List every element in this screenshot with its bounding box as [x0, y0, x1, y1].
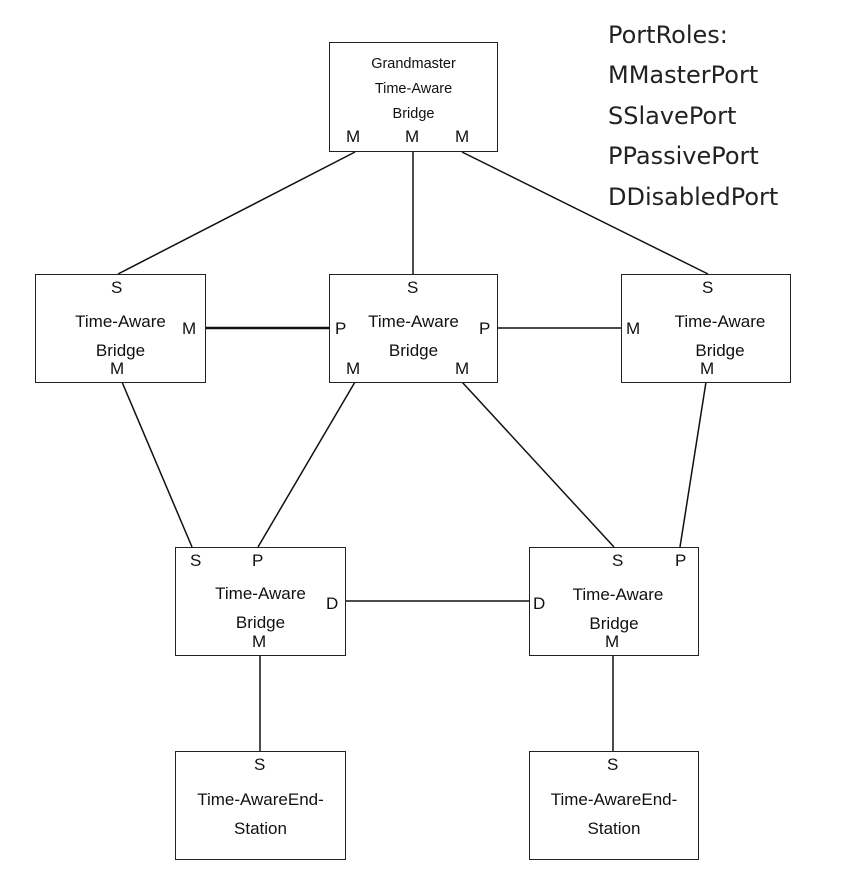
port-label-master: M: [346, 359, 361, 378]
link-left-lowerleft: [121, 381, 193, 548]
port-label-master: M: [626, 319, 641, 338]
end-station-right-box: Time-AwareEnd- Station: [529, 751, 699, 860]
port-label-master: M: [455, 127, 470, 146]
port-label-passive: P: [675, 551, 687, 570]
port-label-slave: S: [111, 278, 123, 297]
port-label-master: M: [700, 359, 715, 378]
bridge-center-box: Time-Aware Bridge: [329, 274, 498, 383]
node-label-line: Time-Aware: [572, 585, 664, 604]
port-label-slave: S: [190, 551, 202, 570]
port-label-master: M: [252, 632, 267, 651]
port-label-slave: S: [254, 755, 266, 774]
node-label-line: Grandmaster: [371, 56, 456, 72]
port-label-master: M: [346, 127, 361, 146]
port-label-passive: P: [335, 319, 347, 338]
legend-title: PortRoles:: [608, 21, 728, 49]
node-label-line: Time-Aware: [368, 312, 459, 331]
port-label-master: M: [455, 359, 470, 378]
grandmaster-bridge-box: Grandmaster Time-Aware Bridge: [329, 42, 498, 152]
legend-item: SSlavePort: [608, 102, 737, 130]
node-label-line: Time-Aware: [674, 312, 766, 331]
port-label-master: M: [605, 632, 620, 651]
node-label-line: Time-Aware: [374, 81, 453, 97]
bridge-lower-right-box: Time-Aware Bridge: [529, 547, 699, 656]
port-label-slave: S: [612, 551, 624, 570]
bridge-left-box: Time-Aware Bridge: [35, 274, 206, 383]
legend-item: MMasterPort: [608, 61, 759, 89]
link-right-lowerright: [679, 381, 707, 548]
node-label-line: Bridge: [235, 613, 286, 632]
bridge-right-box: Time-Aware Bridge: [621, 274, 791, 383]
node-label-line: Station: [587, 819, 641, 838]
node-label-line: Bridge: [95, 341, 146, 360]
port-label-master: M: [110, 359, 125, 378]
port-label-disabled: D: [326, 594, 339, 613]
node-label-line: Time-Aware: [75, 312, 166, 331]
link-center-lowerleft: [257, 381, 356, 548]
node-label-line: Bridge: [392, 106, 435, 122]
port-label-disabled: D: [533, 594, 546, 613]
node-label-line: Bridge: [388, 341, 439, 360]
node-label-line: Time-AwareEnd-: [197, 790, 324, 809]
node-label-line: Station: [234, 819, 287, 838]
port-label-slave: S: [702, 278, 714, 297]
port-label-slave: S: [607, 755, 619, 774]
legend-item: PPassivePort: [608, 142, 759, 170]
port-label-master: M: [405, 127, 420, 146]
port-label-master: M: [182, 319, 197, 338]
port-label-passive: P: [479, 319, 491, 338]
node-label-line: Time-AwareEnd-: [550, 790, 678, 809]
bridge-lower-left-box: Time-Aware Bridge: [175, 547, 346, 656]
node-label-line: Bridge: [589, 614, 639, 633]
node-label-line: Bridge: [695, 341, 745, 360]
link-gm-right: [461, 151, 709, 275]
node-label-line: Time-Aware: [215, 584, 306, 603]
link-center-lowerright: [461, 381, 615, 548]
port-label-slave: S: [407, 278, 419, 297]
legend-item: DDisabledPort: [608, 183, 779, 211]
end-station-left-box: Time-AwareEnd- Station: [175, 751, 346, 860]
port-label-passive: P: [252, 551, 264, 570]
link-gm-left: [117, 151, 356, 275]
